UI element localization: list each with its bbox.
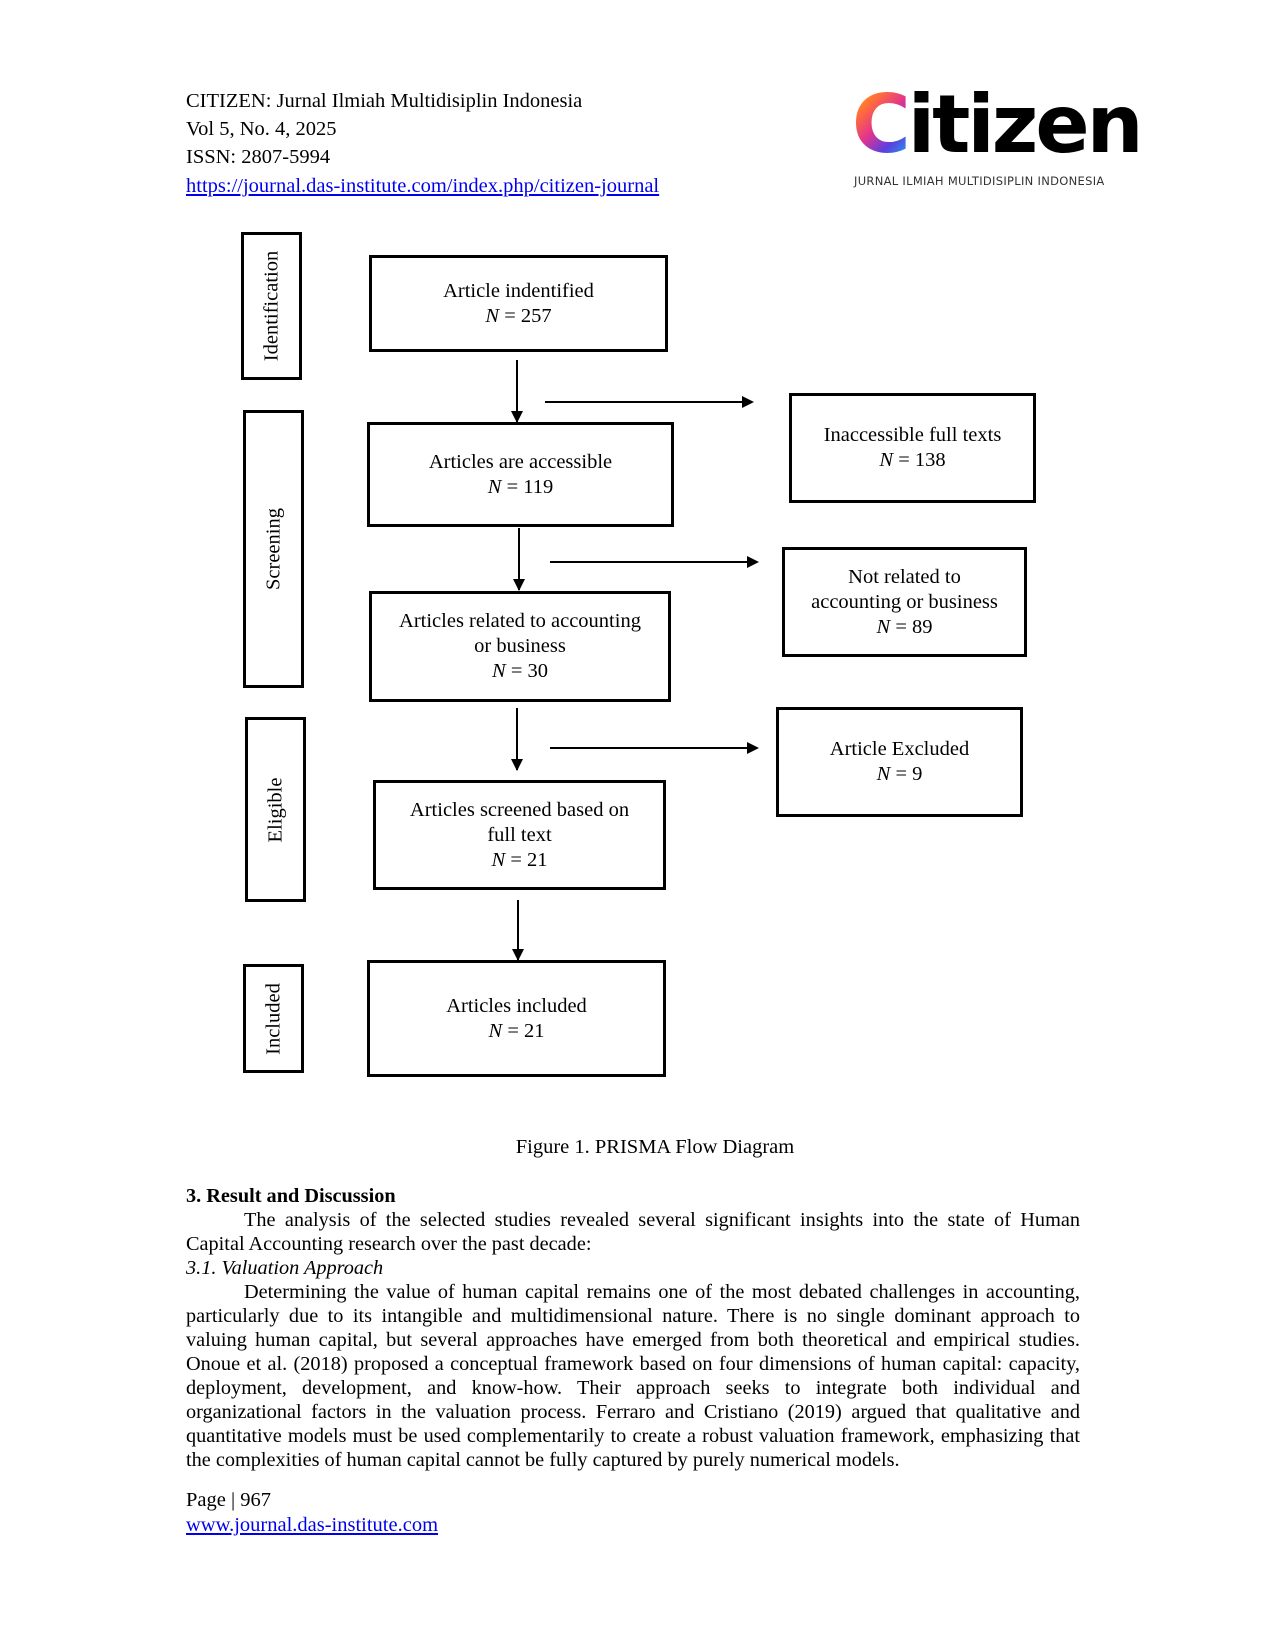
section-heading: 3. Result and Discussion — [186, 1185, 396, 1207]
box-title: Inaccessible full texts — [823, 424, 1002, 446]
box-identified: Article indentified N = 257 — [369, 255, 668, 352]
box-title-2: accounting or business — [811, 590, 998, 613]
box-accessible: Articles are accessible N = 119 — [367, 422, 674, 527]
box-count: N = 9 — [876, 763, 923, 785]
citizen-logo: Citizen JURNAL ILMIAH MULTIDISIPLIN INDO… — [852, 84, 1144, 194]
arrow-down — [511, 360, 523, 423]
logo-subtitle: JURNAL ILMIAH MULTIDISIPLIN INDONESIA — [854, 174, 1105, 188]
subsection-heading: 3.1. Valuation Approach — [186, 1257, 384, 1279]
stage-included: Included — [243, 964, 304, 1073]
logo-rest: itizen — [907, 78, 1144, 171]
arrow-right — [545, 396, 754, 408]
stage-identification: Identification — [241, 232, 302, 380]
box-not-related: Not related to accounting or business N … — [782, 547, 1027, 657]
arrow-down — [513, 528, 525, 591]
box-title: Not related to — [848, 565, 961, 588]
box-count: N = 21 — [488, 1019, 545, 1042]
stage-eligible: Eligible — [245, 717, 306, 902]
page-number: Page | 967 — [186, 1489, 271, 1511]
box-screened: Articles screened based on full text N =… — [373, 780, 666, 890]
section-intro: The analysis of the selected studies rev… — [186, 1209, 1080, 1255]
box-count: N = 257 — [485, 304, 552, 327]
journal-link[interactable]: https://journal.das-institute.com/index.… — [186, 175, 660, 197]
box-count: N = 21 — [491, 848, 548, 871]
box-title: Article indentified — [443, 279, 594, 302]
arrow-down — [512, 900, 524, 961]
box-title-2: or business — [474, 635, 566, 657]
arrow-right — [550, 556, 759, 568]
box-title: Articles included — [446, 994, 587, 1017]
stage-label: Screening — [262, 508, 284, 590]
arrow-down — [511, 708, 523, 771]
journal-issn: ISSN: 2807-5994 — [186, 146, 331, 168]
box-included: Articles included N = 21 — [367, 960, 666, 1077]
logo-c: C — [852, 78, 911, 171]
arrow-right — [550, 742, 759, 754]
box-count: N = 138 — [879, 449, 946, 471]
box-title: Articles related to accounting — [399, 610, 641, 632]
stage-label: Eligible — [264, 777, 286, 842]
box-related: Articles related to accounting or busine… — [369, 591, 671, 702]
page-footer: Page | 967 www.journal.das-institute.com — [186, 1488, 1080, 1538]
box-title: Articles screened based on — [409, 798, 630, 821]
box-inaccessible: Inaccessible full texts N = 138 — [789, 393, 1036, 503]
box-title: Article Excluded — [829, 738, 970, 760]
figure-caption: Figure 1. PRISMA Flow Diagram — [515, 1136, 795, 1158]
stage-screening: Screening — [243, 410, 304, 688]
box-title-2: full text — [487, 823, 552, 846]
journal-volume: Vol 5, No. 4, 2025 — [186, 118, 337, 140]
box-count: N = 89 — [876, 615, 933, 638]
journal-title: CITIZEN: Jurnal Ilmiah Multidisiplin Ind… — [186, 90, 583, 112]
footer-link[interactable]: www.journal.das-institute.com — [186, 1514, 439, 1536]
box-title: Articles are accessible — [428, 450, 613, 473]
stage-label: Included — [262, 982, 284, 1055]
box-count: N = 30 — [492, 660, 548, 682]
box-count: N = 119 — [487, 475, 554, 498]
stage-label: Identification — [260, 250, 282, 362]
box-excluded: Article Excluded N = 9 — [776, 707, 1023, 817]
section-paragraph: Determining the value of human capital r… — [186, 1281, 1080, 1471]
